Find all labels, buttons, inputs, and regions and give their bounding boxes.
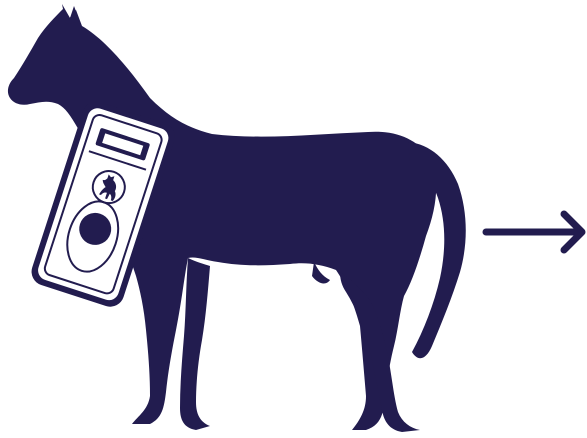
horse-front-leg: [180, 258, 210, 430]
arrow-right-icon: [486, 214, 582, 250]
